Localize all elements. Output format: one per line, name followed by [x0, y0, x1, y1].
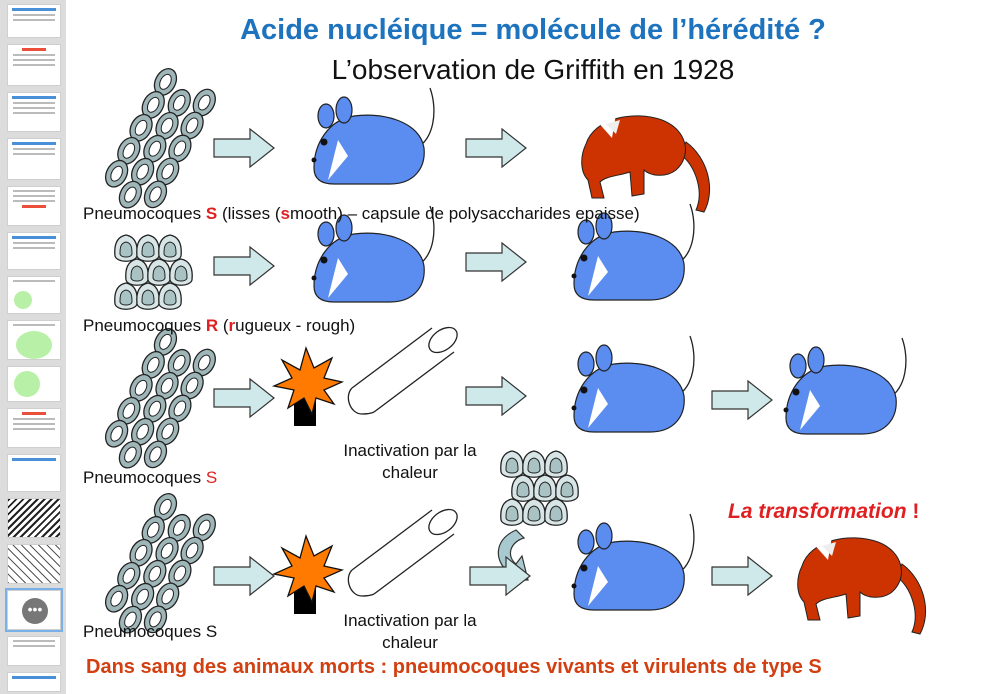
arrow-row3-a: [213, 378, 275, 418]
slide-thumbnail-8[interactable]: [7, 320, 61, 360]
arrow-row3-b: [465, 376, 527, 416]
slide-thumbnail-5[interactable]: [7, 186, 61, 226]
row1-label: Pneumocoques S (lisses (smooth) – capsul…: [83, 204, 640, 223]
slide-thumbnail-7[interactable]: [7, 276, 61, 314]
arrow-row2-b: [465, 242, 527, 282]
s-strain-bacteria-row1: [96, 65, 220, 222]
slide-thumbnail-6[interactable]: [7, 232, 61, 270]
row4-label: Pneumocoques S: [83, 622, 218, 641]
slide-thumbnail-11[interactable]: [7, 454, 61, 492]
heat-explosion-icon-row4: [273, 535, 343, 615]
slide-thumbnail-1[interactable]: [7, 4, 61, 38]
slide-thumbnail-10[interactable]: [7, 408, 61, 448]
slide-canvas: Acide nucléique = molécule de l’hérédité…: [66, 0, 1000, 694]
conclusion-text: Dans sang des animaux morts : pneumocoqu…: [86, 656, 822, 678]
heat-explosion-icon-row3: [273, 347, 343, 427]
test-tube-icon-row4: [347, 503, 463, 597]
slide-title: Acide nucléique = molécule de l’hérédité…: [240, 14, 826, 46]
dead-mouse-row1: [581, 113, 711, 213]
arrow-row4-a: [213, 556, 275, 596]
slide-thumbnail-3[interactable]: [7, 92, 61, 132]
slide-thumbnail-15[interactable]: [7, 636, 61, 666]
arrow-row1-a: [213, 128, 275, 168]
test-tube-icon-row3: [347, 321, 463, 415]
slide-thumbnail-12[interactable]: [7, 498, 61, 538]
slide-thumbnail-16[interactable]: [7, 672, 61, 692]
living-mouse-row3: [570, 335, 695, 433]
r-strain-bacteria-row2: [115, 235, 192, 309]
arrow-row1-b: [465, 128, 527, 168]
arrow-row4-c: [711, 556, 773, 596]
row3-label: Pneumocoques S: [83, 468, 218, 487]
transformation-label: La transformation !: [728, 500, 920, 523]
slide-thumbnail-13[interactable]: [7, 544, 61, 584]
r-strain-bacteria-row4: [501, 451, 578, 525]
arrow-row2-a: [213, 246, 275, 286]
slide-thumbnail-4[interactable]: [7, 138, 61, 180]
row2-label: Pneumocoques R (rugueux - rough): [83, 316, 356, 335]
arrow-row3-c: [711, 380, 773, 420]
s-strain-bacteria-row3: [96, 325, 220, 482]
living-mouse-row1: [310, 87, 435, 185]
living-mouse-row4: [570, 513, 695, 611]
more-options-button[interactable]: •••: [22, 598, 48, 624]
slide-thumbnail-9[interactable]: [7, 366, 61, 402]
slide-thumbnail-2[interactable]: [7, 44, 61, 86]
slide-thumbnail-panel[interactable]: •••: [0, 0, 67, 694]
slide-subtitle: L’observation de Griffith en 1928: [331, 54, 735, 85]
living-mouse-row3b: [782, 337, 907, 435]
experiment-diagram: [66, 0, 927, 694]
dead-mouse-row4: [797, 535, 927, 635]
